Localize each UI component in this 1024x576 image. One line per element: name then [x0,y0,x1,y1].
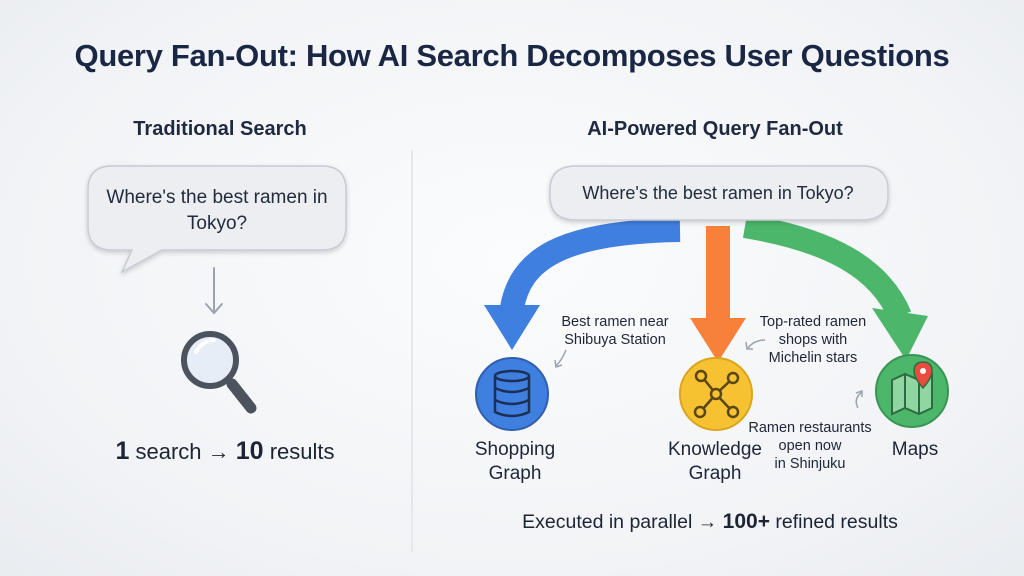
magnifier-icon [181,331,257,414]
sub-query-line: Top-rated ramen [759,314,867,330]
shopping-graph-label: Shopping Graph [460,438,570,486]
ai-fan-out-heading: AI-Powered Query Fan-Out [587,118,843,140]
ai-query-bubble [549,165,889,221]
fan-arrow-blue [500,218,681,311]
sub-query-line: Best ramen near [561,314,669,330]
caption-end-text: refined results [769,511,898,533]
caption-end-text: results [263,439,335,464]
fan-out-caption: Executed in parallel → 100+ refined resu… [450,510,970,534]
sub-query-maps: Ramen restaurants open now in Shinjuku [735,419,885,473]
caption-mid-text: search → [129,439,236,464]
maps-node [875,354,949,428]
fan-arrow-green [743,214,912,322]
label-line: Graph [688,463,742,484]
traditional-query-bubble [87,165,347,274]
knowledge-graph-label: Knowledge Graph [650,438,780,486]
sub-query-line: shops with [778,332,848,348]
label-line: Graph [488,463,542,484]
knowledge-graph-node [679,357,753,431]
map-pin-icon [891,361,933,416]
ai-query-text: Where's the best ramen in Tokyo? [582,183,854,203]
traditional-search-heading: Traditional Search [133,118,307,140]
caption-result-count: 100+ [722,510,770,533]
sub-query-knowledge: Top-rated ramen shops with Michelin star… [738,313,888,367]
caption-result-count: 10 [235,437,264,465]
sub-query-line: Shibuya Station [564,332,666,348]
page-title: Query Fan-Out: How AI Search Decomposes … [74,38,950,73]
sub-query-line: Ramen restaurants [748,420,872,436]
sub-query-line: open now [778,438,842,454]
down-arrow-icon [205,267,223,315]
caption-start-text: Executed in parallel → [522,511,723,533]
sub-query-shopping: Best ramen near Shibuya Station [545,313,685,349]
caption-search-count: 1 [115,437,130,465]
network-icon [693,369,740,419]
label-line: Knowledge [667,439,763,460]
shopping-graph-node [475,357,549,431]
traditional-caption: 1 search → 10 results [60,437,390,466]
sub-query-line: Michelin stars [768,350,858,366]
maps-label: Maps [870,438,960,462]
traditional-query-text: Where's the best ramen in Tokyo? [106,187,328,234]
label-line: Maps [891,439,939,460]
sub-query-line: in Shinjuku [774,456,846,472]
note-pointer-arrows [554,339,863,409]
label-line: Shopping [474,439,556,460]
database-icon [493,369,531,418]
